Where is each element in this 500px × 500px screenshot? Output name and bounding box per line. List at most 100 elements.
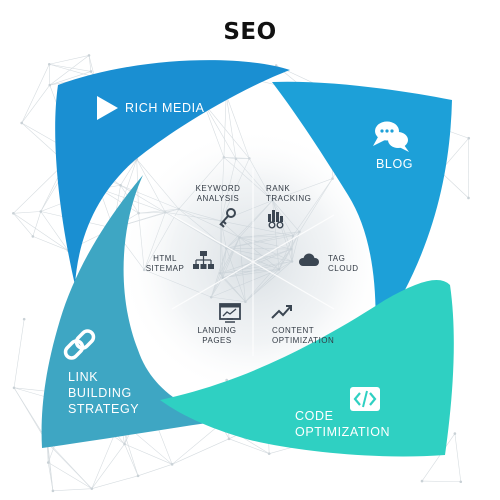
petal-label-rich-media: RICH MEDIA <box>125 101 205 116</box>
play-icon <box>97 96 118 120</box>
sitemap-icon <box>193 251 214 269</box>
network-node <box>46 461 50 464</box>
segment-label-html-sitemap-line-2: SITEMAP <box>145 264 185 273</box>
network-node <box>47 62 51 66</box>
segment-label-content-optimization-line-2: OPTIMIZATION <box>272 336 335 345</box>
network-line <box>49 71 92 86</box>
segment-label-rank-tracking-line-1: RANK <box>266 184 291 193</box>
segment-label-html-sitemap-line-1: HTML <box>153 254 177 263</box>
network-node <box>39 210 43 213</box>
petal-label-link-building-line-2: BUILDING <box>68 386 132 400</box>
network-line <box>228 438 270 454</box>
segment-label-keyword-analysis-line-1: KEYWORD <box>195 184 241 193</box>
petal-label-link-building-line-3: STRATEGY <box>68 402 140 416</box>
network-line <box>21 64 50 124</box>
segment-label-landing-pages-line-1: LANDING <box>197 326 237 335</box>
network-line <box>88 55 92 72</box>
segment-label-tag-cloud-line-2: CLOUD <box>328 264 359 273</box>
network-line <box>49 55 90 65</box>
segment-label-tag-cloud: TAG CLOUD <box>328 254 368 274</box>
trend-arrow-icon <box>271 305 292 319</box>
page-title: SEO <box>223 19 277 45</box>
segment-label-rank-tracking: RANK TRACKING <box>266 184 326 204</box>
network-node <box>467 196 470 200</box>
network-line <box>40 211 69 251</box>
network-line <box>32 211 42 237</box>
key-icon <box>219 208 236 228</box>
petal-label-blog: BLOG <box>376 157 413 172</box>
network-node <box>12 386 16 390</box>
network-node <box>420 479 424 483</box>
chain-link-icon <box>63 329 96 360</box>
network-line <box>46 442 54 491</box>
network-node <box>87 54 91 57</box>
network-line <box>46 442 93 489</box>
petal-blog <box>272 81 452 340</box>
petal-label-blog-line: BLOG <box>376 157 414 171</box>
network-node <box>90 487 94 490</box>
network-node <box>89 70 93 73</box>
network-node <box>170 463 174 466</box>
petal-link-building <box>41 175 228 448</box>
network-line <box>13 162 66 214</box>
network-line <box>439 171 469 199</box>
network-line <box>91 475 139 489</box>
network-node <box>48 83 52 87</box>
petal-code-optimization <box>160 280 454 457</box>
browser-window-icon <box>219 303 241 323</box>
code-brackets-icon <box>350 387 380 411</box>
petal-label-code-optimization-line-1: CODE <box>295 409 334 423</box>
network-line <box>124 443 139 476</box>
network-line <box>172 438 230 465</box>
cloud-icon <box>299 253 319 266</box>
network-node <box>12 212 15 215</box>
network-line <box>422 480 461 483</box>
network-line <box>13 213 34 237</box>
network-node <box>119 183 122 187</box>
network-node <box>227 437 231 441</box>
network-line <box>454 433 462 482</box>
network-node <box>22 317 26 321</box>
segment-label-content-optimization-line-1: CONTENT <box>272 326 315 335</box>
network-node <box>459 480 463 484</box>
network-line <box>13 213 69 251</box>
petal-rich-media <box>55 60 290 285</box>
network-line <box>421 433 456 482</box>
segment-label-rank-tracking-line-2: TRACKING <box>266 194 312 203</box>
network-line <box>13 211 41 214</box>
segment-label-tag-cloud-line-1: TAG <box>328 254 346 263</box>
network-line <box>120 158 138 186</box>
network-line <box>49 63 92 72</box>
petal-label-code-optimization: CODE OPTIMIZATION <box>295 408 390 440</box>
network-line <box>48 462 92 489</box>
network-node <box>123 442 126 446</box>
network-node <box>453 432 457 435</box>
petal-label-link-building-line-1: LINK <box>68 370 99 384</box>
network-node <box>267 452 271 455</box>
petal-label-link-building: LINK BUILDING STRATEGY <box>68 369 139 417</box>
network-node <box>136 474 140 478</box>
network-line <box>88 55 95 78</box>
segment-label-landing-pages: LANDING PAGES <box>192 326 242 346</box>
network-line <box>13 319 25 388</box>
network-line <box>13 387 48 443</box>
network-node <box>467 136 471 140</box>
segment-label-keyword-analysis-line-2: ANALYSIS <box>196 194 240 203</box>
network-line <box>124 443 173 465</box>
petal-label-code-optimization-line-2: OPTIMIZATION <box>295 425 391 439</box>
network-line <box>32 236 69 251</box>
network-line <box>48 64 51 86</box>
network-line <box>21 84 51 124</box>
network-line <box>137 464 173 477</box>
network-node <box>51 489 55 493</box>
network-line <box>49 63 95 78</box>
segment-label-keyword-analysis: KEYWORD ANALYSIS <box>188 184 248 204</box>
rank-bars-icon <box>268 210 284 229</box>
segment-label-html-sitemap: HTML SITEMAP <box>140 254 190 274</box>
network-node <box>20 121 24 125</box>
network-line <box>52 488 92 492</box>
network-line <box>49 55 90 86</box>
hub-dividers <box>171 168 335 356</box>
